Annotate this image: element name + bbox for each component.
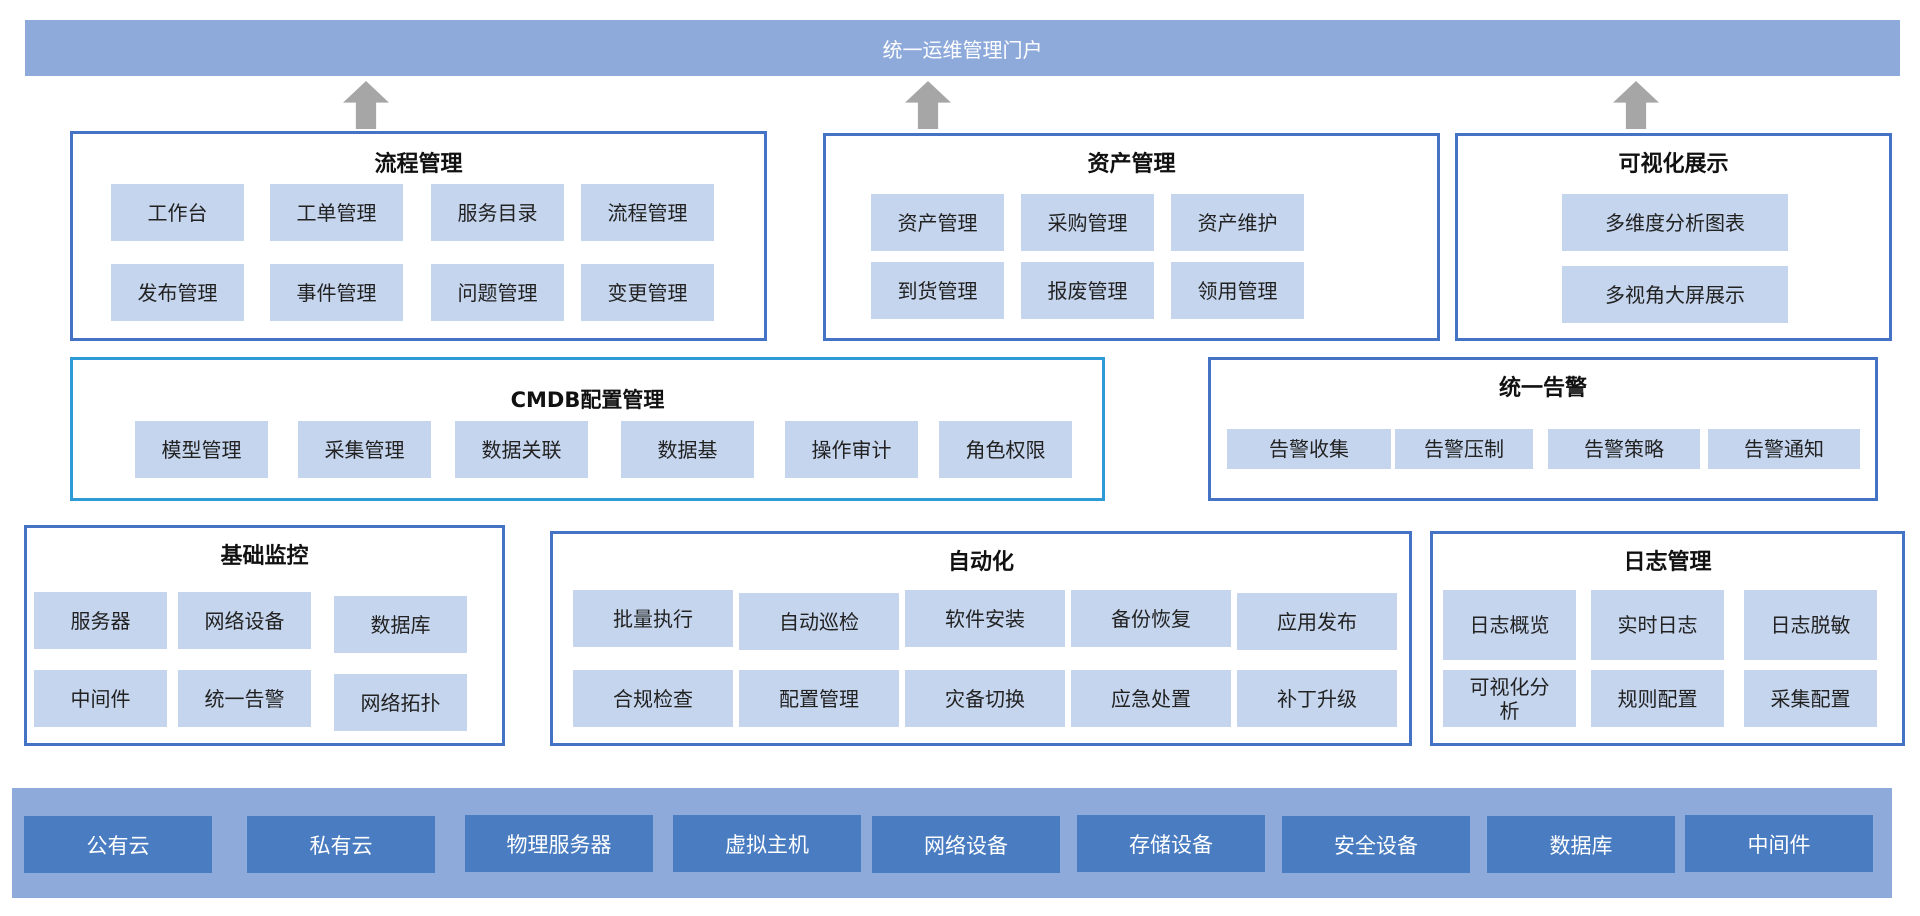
module-box[interactable]: 网络拓扑 [334,674,467,731]
module-box[interactable]: 模型管理 [135,421,268,478]
module-box[interactable]: 统一告警 [178,670,311,727]
module-box[interactable]: 服务器 [34,592,167,649]
portal-title-bar: 统一运维管理门户 [25,20,1900,76]
module-box[interactable]: 应急处置 [1071,670,1231,727]
module-box[interactable]: 日志脱敏 [1744,590,1877,660]
module-box[interactable]: 资产维护 [1171,194,1304,251]
module-box[interactable]: 灾备切换 [905,670,1065,727]
module-box[interactable]: 备份恢复 [1071,590,1231,647]
log-management-section: 日志管理 日志概览 实时日志 日志脱敏 可视化分析 规则配置 采集配置 [1430,531,1905,746]
process-management-section: 流程管理 工作台 工单管理 服务目录 流程管理 发布管理 事件管理 问题管理 变… [70,131,767,341]
module-box[interactable]: 工单管理 [270,184,403,241]
section-title: 可视化展示 [1618,152,1729,177]
module-box[interactable]: 告警收集 [1227,429,1391,469]
cmdb-section: CMDB配置管理 模型管理 采集管理 数据关联 数据基 操作审计 角色权限 [70,357,1105,501]
automation-section: 自动化 批量执行 自动巡检 软件安装 备份恢复 应用发布 合规检查 配置管理 灾… [550,531,1412,746]
module-box[interactable]: 日志概览 [1443,590,1576,660]
module-box[interactable]: 操作审计 [785,421,918,478]
module-box[interactable]: 网络设备 [178,592,311,649]
module-box[interactable]: 数据库 [334,596,467,653]
module-box[interactable]: 多视角大屏展示 [1562,266,1788,323]
portal-title: 统一运维管理门户 [882,37,1043,62]
visualization-section: 可视化展示 多维度分析图表 多视角大屏展示 [1455,133,1892,341]
module-box[interactable]: 角色权限 [939,421,1072,478]
infra-box[interactable]: 存储设备 [1077,815,1265,872]
module-box[interactable]: 报废管理 [1021,262,1154,319]
arrow-up-icon [1613,81,1659,129]
module-box[interactable]: 告警压制 [1395,429,1533,469]
infra-box[interactable]: 物理服务器 [465,815,653,872]
module-box[interactable]: 事件管理 [270,264,403,321]
module-box[interactable]: 变更管理 [581,264,714,321]
arrow-up-icon [905,81,951,129]
infra-box[interactable]: 安全设备 [1282,816,1470,873]
module-box[interactable]: 配置管理 [739,670,899,727]
module-box[interactable]: 多维度分析图表 [1562,194,1788,251]
module-box[interactable]: 服务目录 [431,184,564,241]
module-box[interactable]: 批量执行 [573,590,733,647]
infra-box[interactable]: 公有云 [24,816,212,873]
section-title: CMDB配置管理 [510,388,665,412]
section-title: 资产管理 [1087,152,1176,177]
module-box[interactable]: 发布管理 [111,264,244,321]
section-title: 日志管理 [1623,550,1712,575]
module-box[interactable]: 采集管理 [298,421,431,478]
module-box[interactable]: 数据基 [621,421,754,478]
section-title: 自动化 [947,550,1014,575]
module-box[interactable]: 采购管理 [1021,194,1154,251]
module-box[interactable]: 中间件 [34,670,167,727]
unified-alert-section: 统一告警 告警收集 告警压制 告警策略 告警通知 [1208,357,1878,501]
module-box[interactable]: 到货管理 [871,262,1004,319]
infra-box[interactable]: 网络设备 [872,816,1060,873]
arrow-up-icon [343,81,389,129]
infra-box[interactable]: 数据库 [1487,816,1675,873]
module-box[interactable]: 流程管理 [581,184,714,241]
infra-box[interactable]: 虚拟主机 [673,815,861,872]
module-box[interactable]: 可视化分析 [1443,670,1576,727]
infra-box[interactable]: 私有云 [247,816,435,873]
module-box[interactable]: 资产管理 [871,194,1004,251]
module-box[interactable]: 软件安装 [905,590,1065,647]
section-title: 统一告警 [1498,376,1587,401]
module-box[interactable]: 规则配置 [1591,670,1724,727]
module-box[interactable]: 领用管理 [1171,262,1304,319]
section-title: 基础监控 [220,544,309,569]
module-box[interactable]: 采集配置 [1744,670,1877,727]
module-box[interactable]: 问题管理 [431,264,564,321]
module-box[interactable]: 工作台 [111,184,244,241]
module-box[interactable]: 数据关联 [455,421,588,478]
module-box[interactable]: 应用发布 [1237,593,1397,650]
module-box[interactable]: 实时日志 [1591,590,1724,660]
module-box[interactable]: 告警通知 [1708,429,1860,469]
basic-monitoring-section: 基础监控 服务器 网络设备 数据库 中间件 统一告警 网络拓扑 [24,525,505,746]
module-box[interactable]: 告警策略 [1548,429,1700,469]
infrastructure-panel: 公有云 私有云 物理服务器 虚拟主机 网络设备 存储设备 安全设备 数据库 中间… [12,788,1892,898]
infra-box[interactable]: 中间件 [1685,815,1873,872]
asset-management-section: 资产管理 资产管理 采购管理 资产维护 到货管理 报废管理 领用管理 [823,133,1440,341]
section-title: 流程管理 [374,152,463,177]
module-box[interactable]: 自动巡检 [739,593,899,650]
module-box[interactable]: 合规检查 [573,670,733,727]
module-box[interactable]: 补丁升级 [1237,670,1397,727]
